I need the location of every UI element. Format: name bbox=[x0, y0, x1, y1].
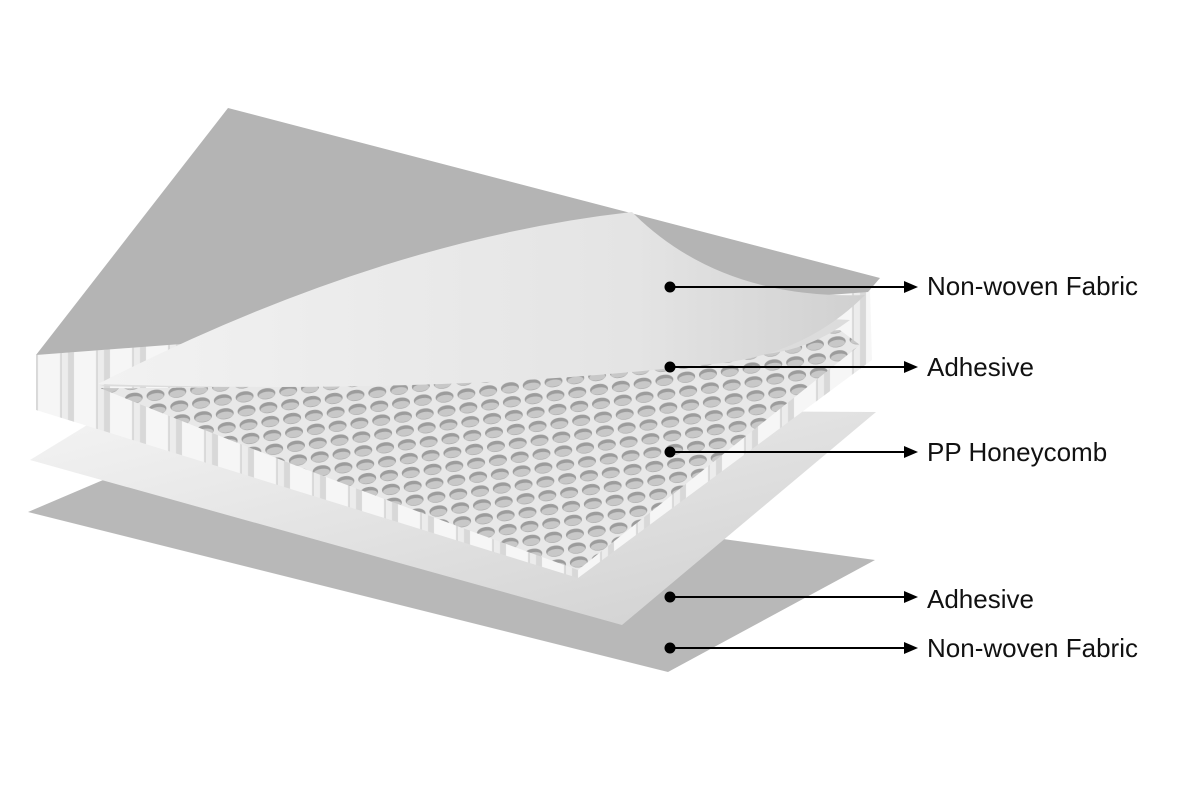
label-top-fabric: Non-woven Fabric bbox=[927, 271, 1138, 301]
label-honeycomb: PP Honeycomb bbox=[927, 437, 1108, 467]
leader-4 bbox=[664, 591, 918, 603]
top-fabric-peel bbox=[98, 212, 865, 387]
label-bottom-adhesive: Adhesive bbox=[927, 584, 1034, 614]
leader-3 bbox=[664, 446, 918, 458]
honeycomb-cells bbox=[100, 330, 860, 570]
leader-1 bbox=[664, 281, 918, 293]
leader-2 bbox=[664, 361, 918, 373]
leader-5 bbox=[664, 642, 918, 654]
label-top-adhesive: Adhesive bbox=[927, 352, 1034, 382]
leader-lines bbox=[664, 281, 918, 654]
label-bottom-fabric: Non-woven Fabric bbox=[927, 633, 1138, 663]
